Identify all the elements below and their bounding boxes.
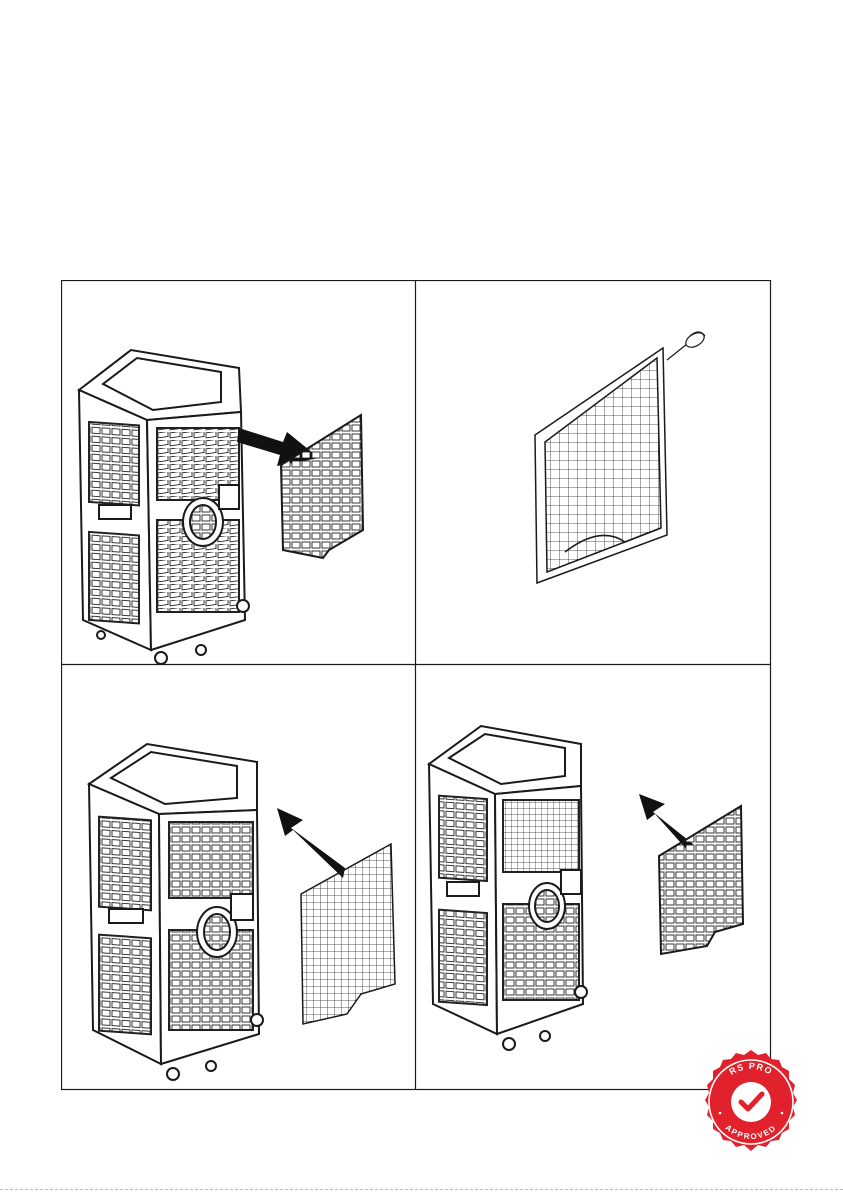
air-conditioner-unit [429,726,587,1050]
air-conditioner-unit [89,744,263,1080]
panel-remove-filter [61,280,415,664]
mesh-filter [535,348,667,583]
rs-pro-approved-seal: RS PRO APPROVED [696,1047,806,1157]
mesh-filter [301,844,395,1024]
check-circle-icon [731,1082,771,1122]
panel-clean-filter [415,280,769,664]
page-edge-rule [0,1189,843,1190]
illustration-frame [61,280,771,1090]
panel-insert-frame [415,664,769,1088]
air-conditioner-unit [79,350,249,664]
cleaning-brush-icon [667,330,707,360]
filter-frame [281,415,363,558]
panel-insert-mesh [61,664,415,1088]
arrow-icon [277,808,345,878]
